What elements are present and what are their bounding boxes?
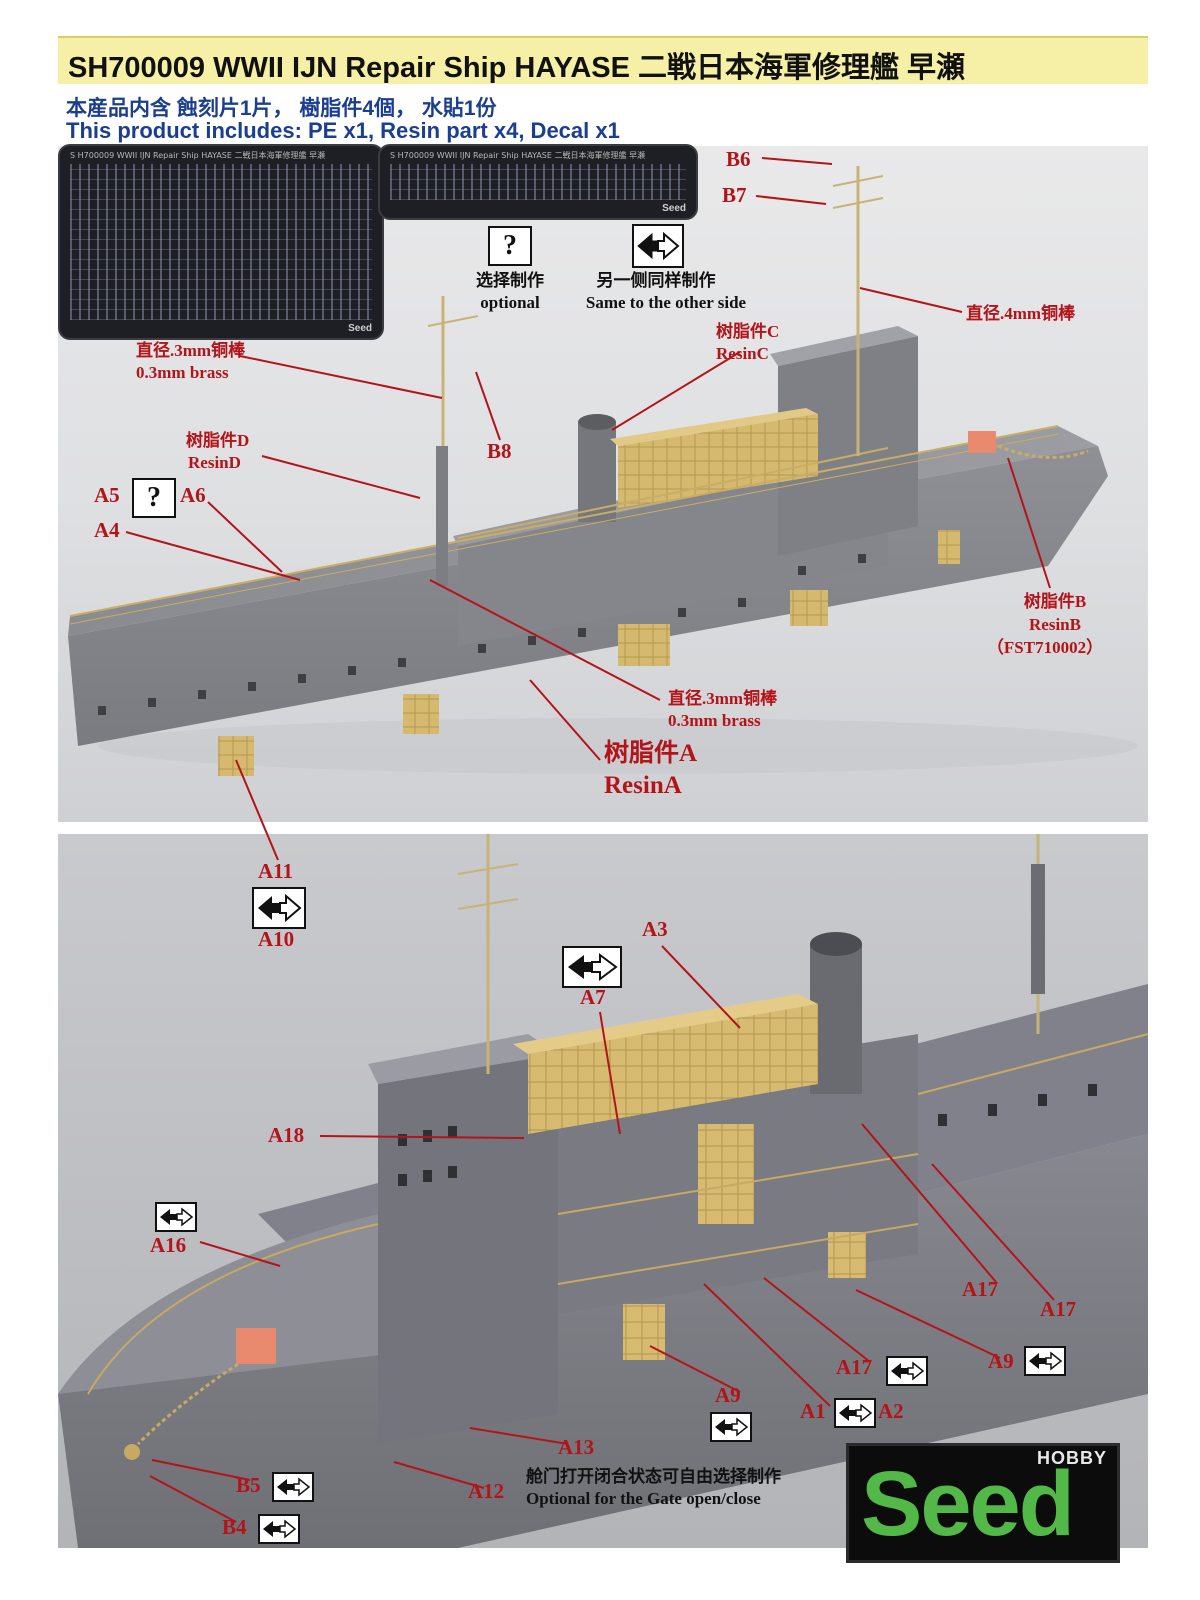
a5-optional-question-icon: ? [132, 478, 176, 518]
product-title: SH700009 WWII IJN Repair Ship HAYASE 二戦日… [68, 52, 966, 84]
label-b7: B7 [722, 183, 747, 207]
label-resin-b-code: （FST710002） [986, 638, 1104, 657]
legend-same-side-cn: 另一侧同样制作 [596, 271, 716, 290]
label-a10: A10 [258, 927, 295, 951]
fret-b-title: S H700009 WWII IJN Repair Ship HAYASE 二戦… [390, 151, 646, 160]
double-arrow-icon-a7 [562, 946, 622, 988]
photo-etch-fret-a: S H700009 WWII IJN Repair Ship HAYASE 二戦… [58, 144, 384, 340]
double-arrow-legend-icon [632, 224, 684, 268]
label-resin-b-en: ResinB [1029, 615, 1081, 634]
label-a1: A1 [800, 1399, 826, 1423]
logo-hobby-text: HOBBY [1036, 1448, 1107, 1468]
double-arrow-icon-a9-2 [710, 1412, 752, 1442]
label-a2: A2 [878, 1399, 904, 1423]
logo-seed-text: Seed [861, 1453, 1075, 1555]
label-a4: A4 [94, 518, 120, 542]
double-arrow-icon-b5 [272, 1472, 314, 1502]
label-resin-d-cn: 树脂件D [186, 431, 250, 450]
photo-etch-fret-b: S H700009 WWII IJN Repair Ship HAYASE 二戦… [378, 144, 698, 220]
label-brass-3mm-cn-2: 直径.3mm铜棒 [668, 689, 778, 708]
label-a18: A18 [268, 1123, 305, 1147]
legend-same-side-en: Same to the other side [585, 293, 747, 312]
title-bar: SH700009 WWII IJN Repair Ship HAYASE 二戦日… [58, 36, 1148, 84]
fret-a-parts [70, 164, 372, 320]
label-brass-4mm: 直径.4mm铜棒 [966, 304, 1076, 323]
double-arrow-icon-b4 [258, 1514, 300, 1544]
legend-optional-cn: 选择制作 [476, 271, 544, 290]
legend-optional-en: optional [480, 293, 540, 312]
label-b5: B5 [236, 1473, 261, 1497]
label-b4: B4 [222, 1515, 247, 1539]
label-resin-d-en: ResinD [188, 453, 241, 472]
fret-a-title: S H700009 WWII IJN Repair Ship HAYASE 二戦… [70, 151, 326, 160]
double-arrow-icon-a11 [252, 887, 306, 929]
top-ship-photo [58, 146, 1148, 822]
double-arrow-icon-a16 [155, 1202, 197, 1232]
optional-question-icon: ? [488, 226, 532, 266]
includes-english: This product includes: PE x1, Resin part… [66, 118, 620, 143]
label-b6: B6 [726, 147, 751, 171]
label-resin-c-en: ResinC [716, 344, 769, 363]
includes-chinese: 本産品内含 蝕刻片1片， 樹脂件4個， 水貼1份 [66, 97, 497, 120]
label-resin-a-en: ResinA [604, 772, 682, 799]
label-resin-a-cn: 树脂件A [604, 740, 698, 767]
bottom-ship-illustration [58, 834, 1148, 1548]
bottom-ship-photo [58, 834, 1148, 1548]
label-a9-1: A9 [988, 1349, 1014, 1373]
double-arrow-icon-a1 [834, 1398, 876, 1428]
gate-note-en: Optional for the Gate open/close [526, 1489, 761, 1508]
label-a11: A11 [258, 859, 294, 883]
label-a9-2: A9 [715, 1383, 741, 1407]
label-a17-3: A17 [836, 1355, 873, 1379]
double-arrow-icon-a9-1 [1024, 1346, 1066, 1376]
fret-a-mark: Seed [348, 323, 372, 334]
label-resin-c-cn: 树脂件C [716, 322, 780, 341]
label-brass-3mm-en-2: 0.3mm brass [668, 711, 761, 730]
double-arrow-icon-a17 [886, 1356, 928, 1386]
label-b8: B8 [487, 439, 512, 463]
label-a17-1: A17 [962, 1277, 999, 1301]
gate-note-cn: 舱门打开闭合状态可自由选择制作 [526, 1467, 781, 1486]
label-a3: A3 [642, 917, 668, 941]
fret-b-parts [390, 164, 686, 200]
label-a6: A6 [180, 483, 206, 507]
seed-hobby-logo: Seed HOBBY [846, 1443, 1120, 1563]
label-a17-2: A17 [1040, 1297, 1077, 1321]
label-a12: A12 [468, 1479, 505, 1503]
label-resin-b-cn: 树脂件B [1023, 592, 1087, 611]
label-a7: A7 [580, 985, 606, 1009]
label-a16: A16 [150, 1233, 187, 1257]
label-brass-3mm-en-1: 0.3mm brass [136, 363, 229, 382]
fret-b-mark: Seed [662, 203, 686, 214]
label-a13: A13 [558, 1435, 595, 1459]
label-brass-3mm-cn-1: 直径.3mm铜棒 [136, 341, 246, 360]
label-a5: A5 [94, 483, 120, 507]
